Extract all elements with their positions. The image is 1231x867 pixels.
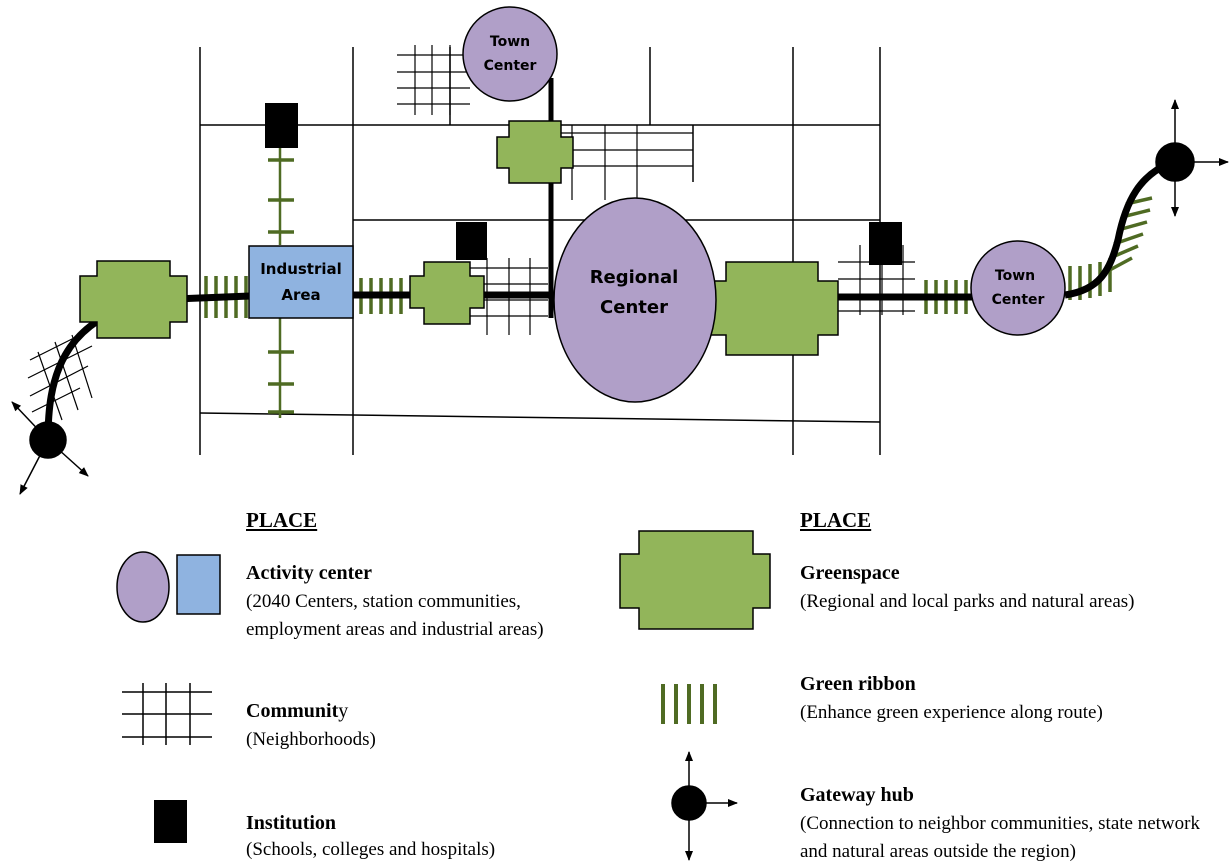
town-center-right-label-2: Center: [992, 292, 1045, 308]
gateway-hub-ne: [1155, 99, 1229, 217]
town-center-top-label-2: Center: [484, 58, 537, 74]
greenspace-east: [705, 261, 839, 356]
legend-greenspace-desc: (Regional and local parks and natural ar…: [800, 591, 1135, 612]
town-center-top: [462, 6, 558, 102]
activity-square-icon: [176, 554, 221, 615]
greenspace-mid: [409, 261, 485, 325]
institutions: [265, 103, 902, 265]
legend-community-title-tail: y: [338, 700, 349, 722]
greenspace-west: [79, 260, 188, 339]
industrial-area-label-1: Industrial: [260, 260, 342, 278]
legend-right-heading: PLACE: [800, 508, 872, 532]
gateway-hub-icon: [671, 751, 738, 861]
industrial-area-label-2: Area: [281, 286, 320, 304]
legend-institution-title: Institution: [246, 812, 337, 834]
legend-community-title: Community: [246, 700, 348, 723]
green-ribbon-icon: [661, 684, 717, 724]
institution-icon: [456, 222, 487, 260]
greenspace-icon: [619, 530, 771, 630]
gateway-hub-sw: [11, 401, 89, 495]
town-center-top-label-1: Town: [490, 34, 530, 50]
town-center-right: [970, 240, 1066, 336]
greenspace-top: [496, 120, 574, 184]
community-grid-icon: [122, 683, 212, 745]
legend-institution-desc: (Schools, colleges and hospitals): [246, 839, 496, 860]
regional-center-label-2: Center: [600, 297, 668, 318]
activity-circle-icon: [116, 551, 170, 623]
activity-centers: [248, 6, 1066, 403]
legend-green-ribbon-desc: (Enhance green experience along route): [800, 702, 1103, 723]
institution-icon: [265, 103, 298, 148]
legend-gateway-hub-desc: (Connection to neighbor communities, sta…: [800, 813, 1200, 862]
institution-icon: [869, 222, 902, 265]
legend-activity-center-desc: (2040 Centers, station communities, empl…: [246, 591, 544, 640]
legend-icons: [116, 530, 771, 861]
town-center-right-label-1: Town: [995, 268, 1035, 284]
legend-community-desc: (Neighborhoods): [246, 729, 376, 750]
greenspaces: [79, 120, 839, 356]
legend-left-heading: PLACE: [246, 508, 318, 532]
legend-activity-center-title: Activity center: [246, 562, 373, 584]
legend-community-title-main: Communit: [246, 700, 339, 722]
institution-icon: [154, 800, 187, 843]
regional-center: [553, 197, 717, 403]
legend-greenspace-title: Greenspace: [800, 562, 900, 584]
regional-center-label-1: Regional: [590, 267, 679, 288]
industrial-area: [248, 245, 354, 319]
legend-gateway-hub-title: Gateway hub: [800, 784, 914, 806]
legend-green-ribbon-title: Green ribbon: [800, 673, 916, 695]
